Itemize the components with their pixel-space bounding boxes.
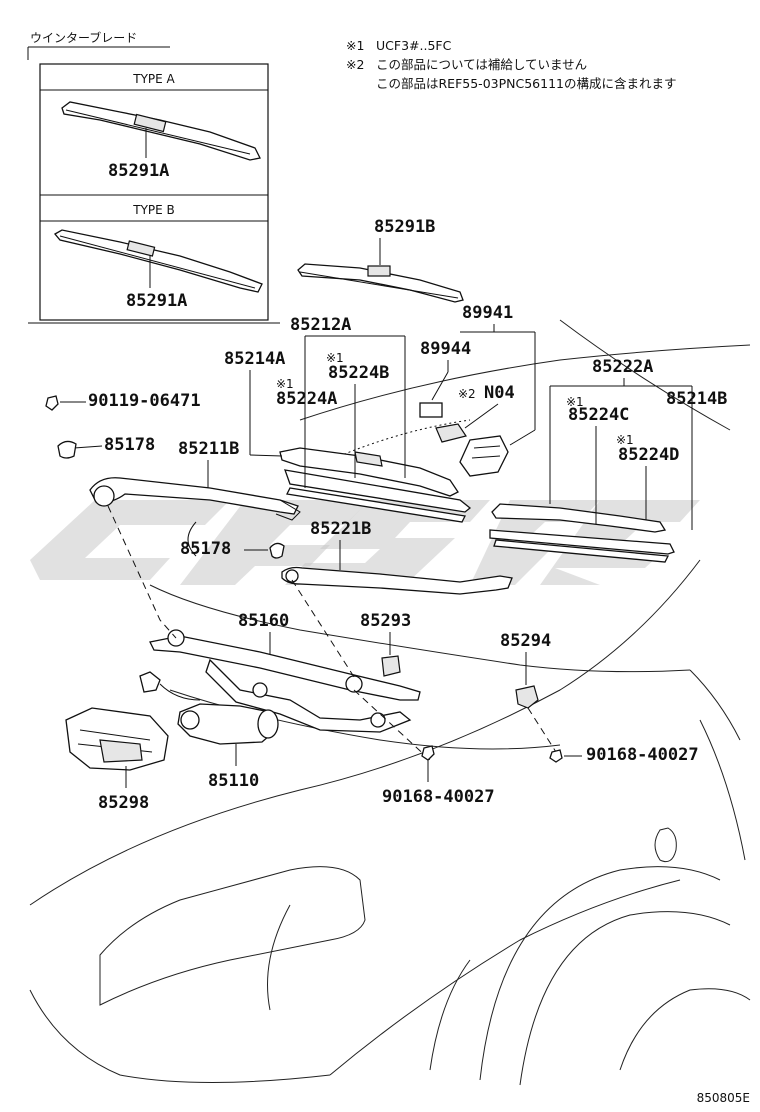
note2-mark: ※2 <box>346 57 364 72</box>
blade-85291B <box>297 263 464 303</box>
part-90168-bolt-right <box>549 749 563 763</box>
mark-85224C: ※1 <box>566 395 584 409</box>
part-89941-cover <box>459 435 509 477</box>
label-85298: 85298 <box>98 793 149 813</box>
part-85294 <box>515 685 539 709</box>
label-85214B: 85214B <box>666 389 727 409</box>
label-89944: 89944 <box>420 339 471 359</box>
note2-line2: この部品はREF55-03PNC56111の構成に含まれます <box>376 76 676 91</box>
label-85211B: 85211B <box>178 439 239 459</box>
note2-line1: この部品については補給していません <box>376 57 587 72</box>
part-85293 <box>381 655 401 677</box>
label-90168-right: 90168-40027 <box>586 745 699 765</box>
part-85178-cap-top <box>57 440 77 459</box>
type-a-blade <box>61 101 261 161</box>
note1-text: UCF3#..5FC <box>376 38 452 53</box>
label-N04: N04 <box>484 383 515 403</box>
label-85110: 85110 <box>208 771 259 791</box>
label-85291B: 85291B <box>374 217 435 237</box>
blade-85222A <box>489 503 675 563</box>
mark-85224D: ※1 <box>616 433 634 447</box>
label-85222A: 85222A <box>592 357 653 377</box>
part-85178-cap-mid <box>269 542 285 559</box>
part-89944-sticker <box>419 402 443 418</box>
label-85178-top: 85178 <box>104 435 155 455</box>
note1-mark: ※1 <box>346 38 364 53</box>
arm-85221B <box>281 566 513 595</box>
type-b-blade <box>54 229 263 293</box>
type-a-part-number: 85291A <box>108 161 169 181</box>
vehicle-body-outline <box>29 319 751 1086</box>
label-90168-bottom: 90168-40027 <box>382 787 495 807</box>
label-85212A: 85212A <box>290 315 351 335</box>
type-a-label: TYPE A <box>132 72 175 86</box>
label-85221B: 85221B <box>310 519 371 539</box>
mark-85224B: ※1 <box>326 351 344 365</box>
blade-85212A <box>279 447 472 523</box>
label-85214A: 85214A <box>224 349 285 369</box>
mark-85224A: ※1 <box>276 377 294 391</box>
cover-85298 <box>65 707 169 771</box>
label-85224D: 85224D <box>618 445 679 465</box>
part-90119-bolt <box>45 395 59 411</box>
label-85294: 85294 <box>500 631 551 651</box>
mark-N04: ※2 <box>458 387 476 401</box>
label-89941: 89941 <box>462 303 513 323</box>
linkage-85160 <box>149 629 421 733</box>
type-b-part-number: 85291A <box>126 291 187 311</box>
type-b-label: TYPE B <box>132 203 175 217</box>
label-85224B: 85224B <box>328 363 389 383</box>
label-85224C: 85224C <box>568 405 629 425</box>
part-90168-bolt-bottom <box>421 745 435 761</box>
diagram-code: 850805E <box>697 1091 750 1105</box>
winter-blade-inset: TYPE A TYPE B 85291A 85291A <box>39 63 269 321</box>
arm-85211B <box>89 477 301 521</box>
motor-85110 <box>139 671 279 745</box>
inset-frame <box>39 63 269 321</box>
label-85160: 85160 <box>238 611 289 631</box>
section-title: ウインターブレード <box>30 30 137 45</box>
part-N04 <box>435 423 467 443</box>
label-85224A: 85224A <box>276 389 337 409</box>
label-85293: 85293 <box>360 611 411 631</box>
label-90119-06471: 90119-06471 <box>88 391 201 411</box>
label-85178-mid: 85178 <box>180 539 231 559</box>
